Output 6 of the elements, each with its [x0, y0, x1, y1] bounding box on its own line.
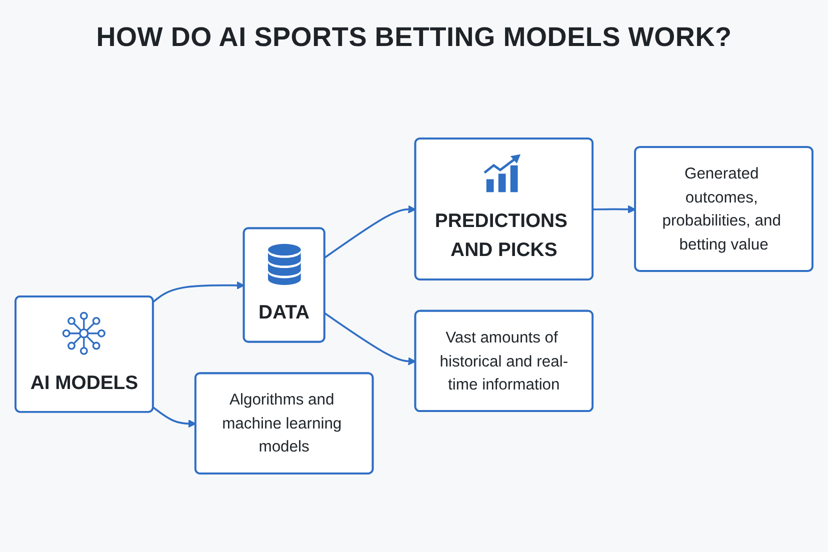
arrow — [152, 406, 196, 428]
arrow — [152, 281, 245, 302]
arrow — [324, 205, 416, 258]
arrow — [324, 312, 416, 366]
title: HOW DO AI SPORTS BETTING MODELS WORK? — [95, 22, 733, 53]
arrow — [593, 205, 636, 214]
